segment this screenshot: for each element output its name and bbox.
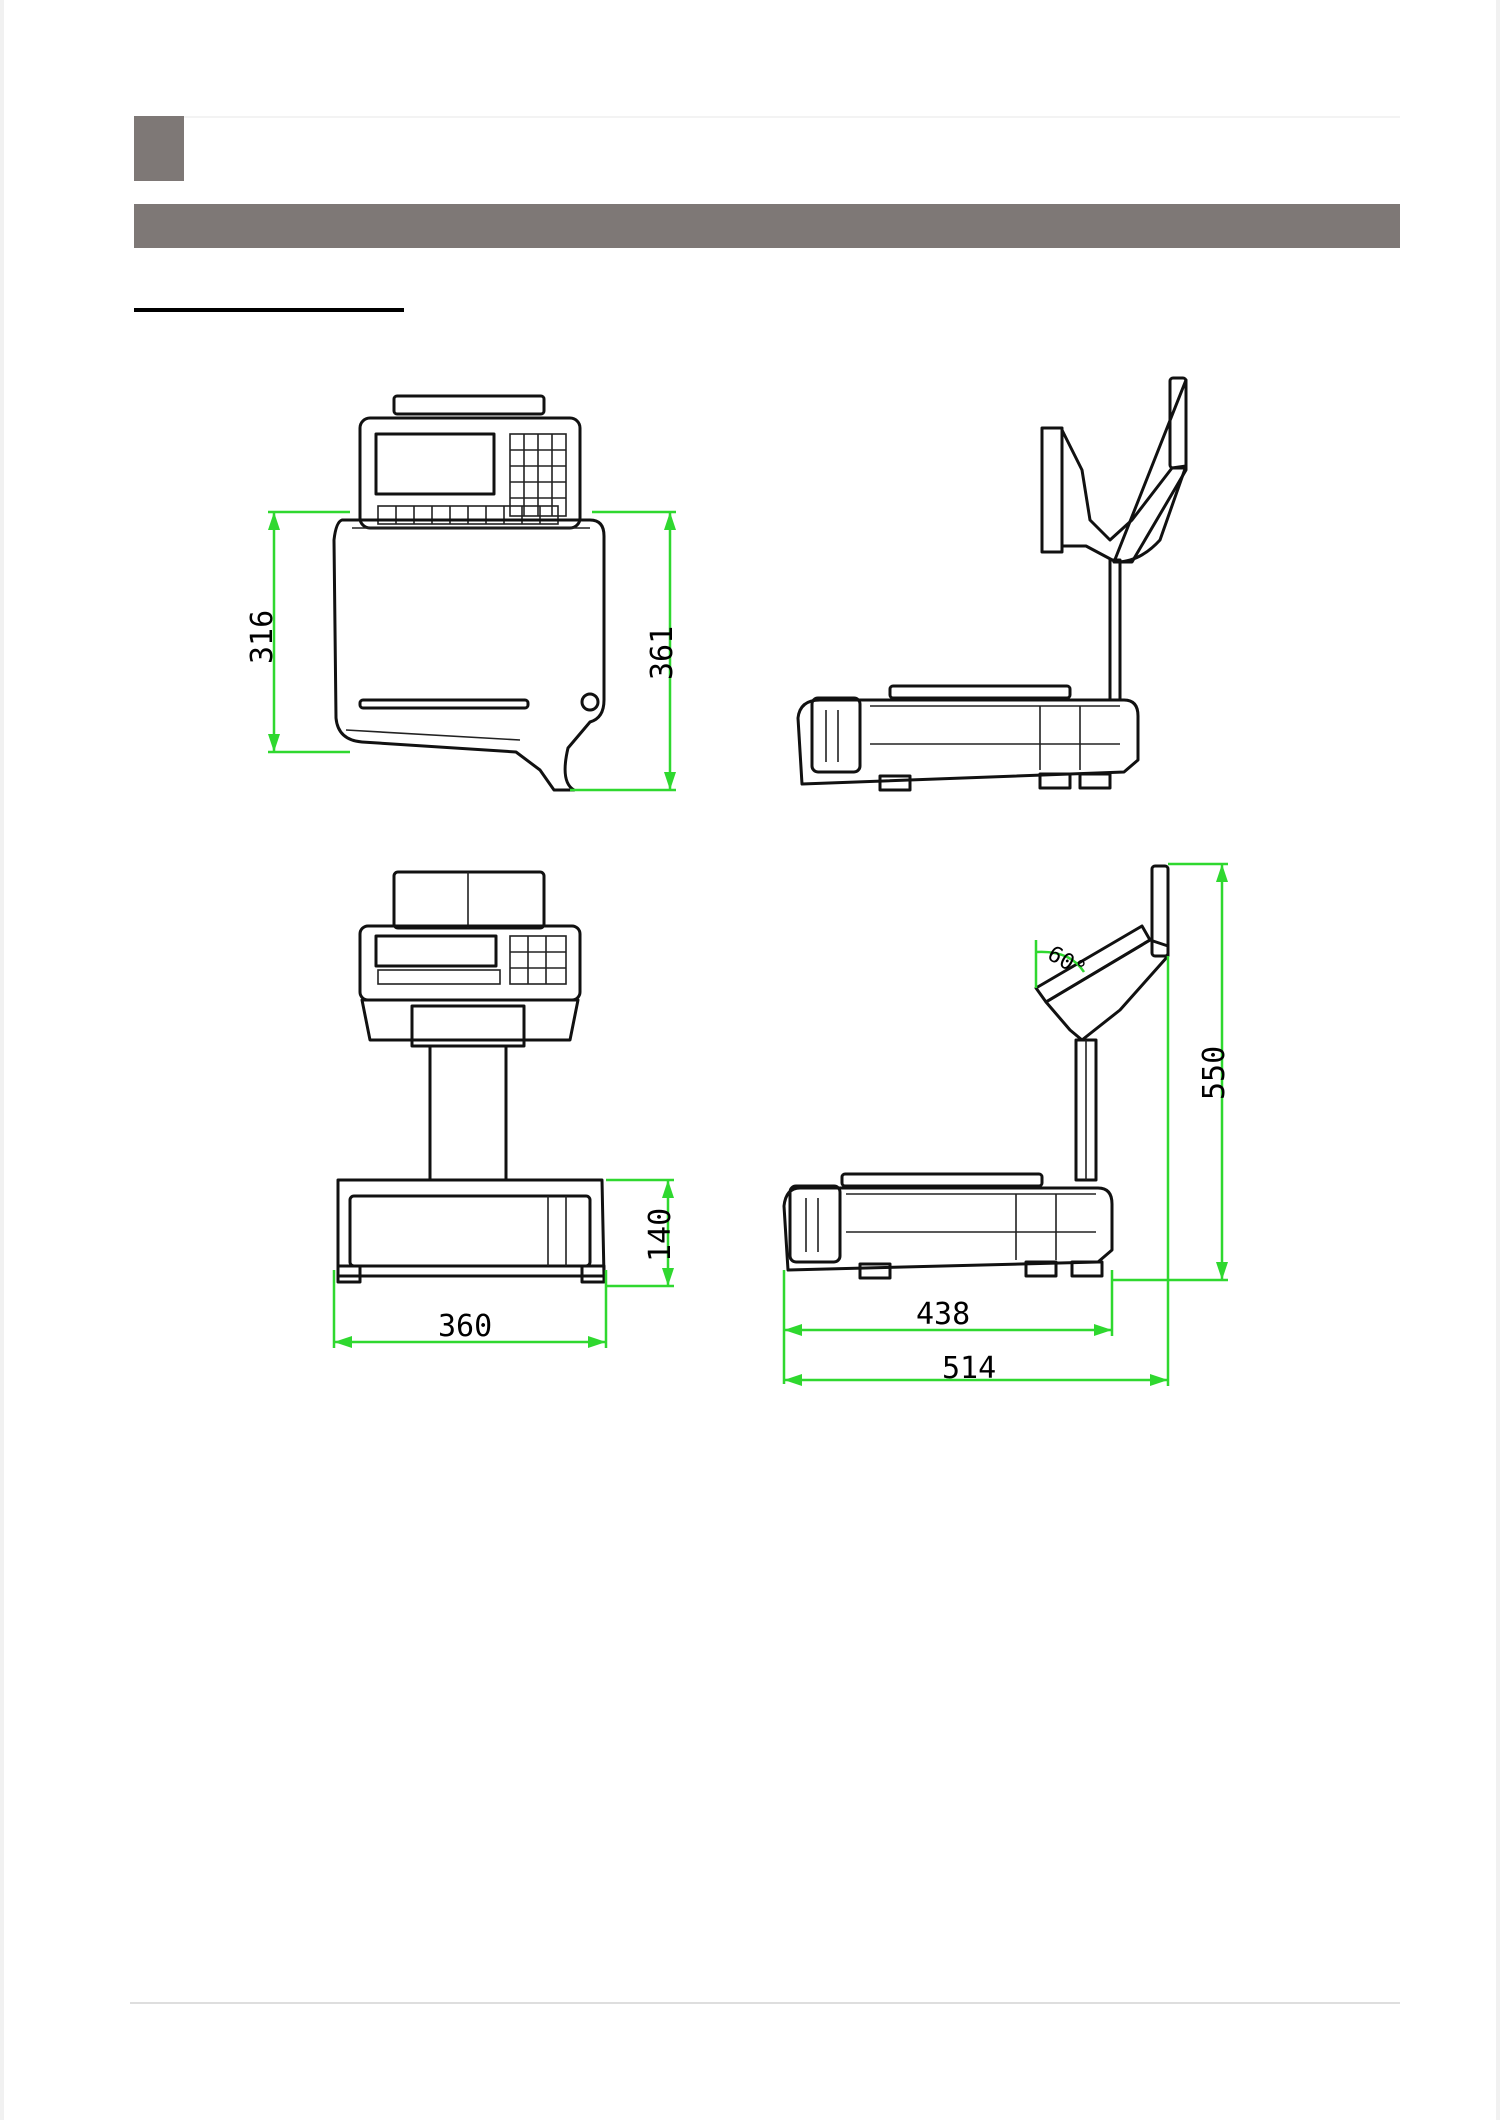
- top-view: [334, 396, 604, 790]
- dim-550: 550: [1112, 864, 1232, 1280]
- side-view-tilted: 60°: [784, 866, 1168, 1278]
- footer-rule: [130, 2002, 1400, 2004]
- dim-label-550: 550: [1197, 1046, 1232, 1100]
- dim-514: 514: [784, 956, 1168, 1386]
- dim-label-361: 361: [645, 626, 680, 680]
- dim-label-514: 514: [942, 1351, 996, 1386]
- dim-360: 360: [334, 1270, 606, 1348]
- dim-label-316: 316: [245, 610, 280, 664]
- dim-361: 361: [570, 512, 680, 790]
- side-view-upright: [798, 378, 1186, 790]
- front-view: [338, 872, 604, 1282]
- dim-label-438: 438: [916, 1297, 970, 1332]
- dim-140: 140: [606, 1180, 678, 1286]
- dim-label-360: 360: [438, 1309, 492, 1344]
- dim-label-140: 140: [643, 1208, 678, 1262]
- dim-label-60deg: 60°: [1043, 942, 1090, 984]
